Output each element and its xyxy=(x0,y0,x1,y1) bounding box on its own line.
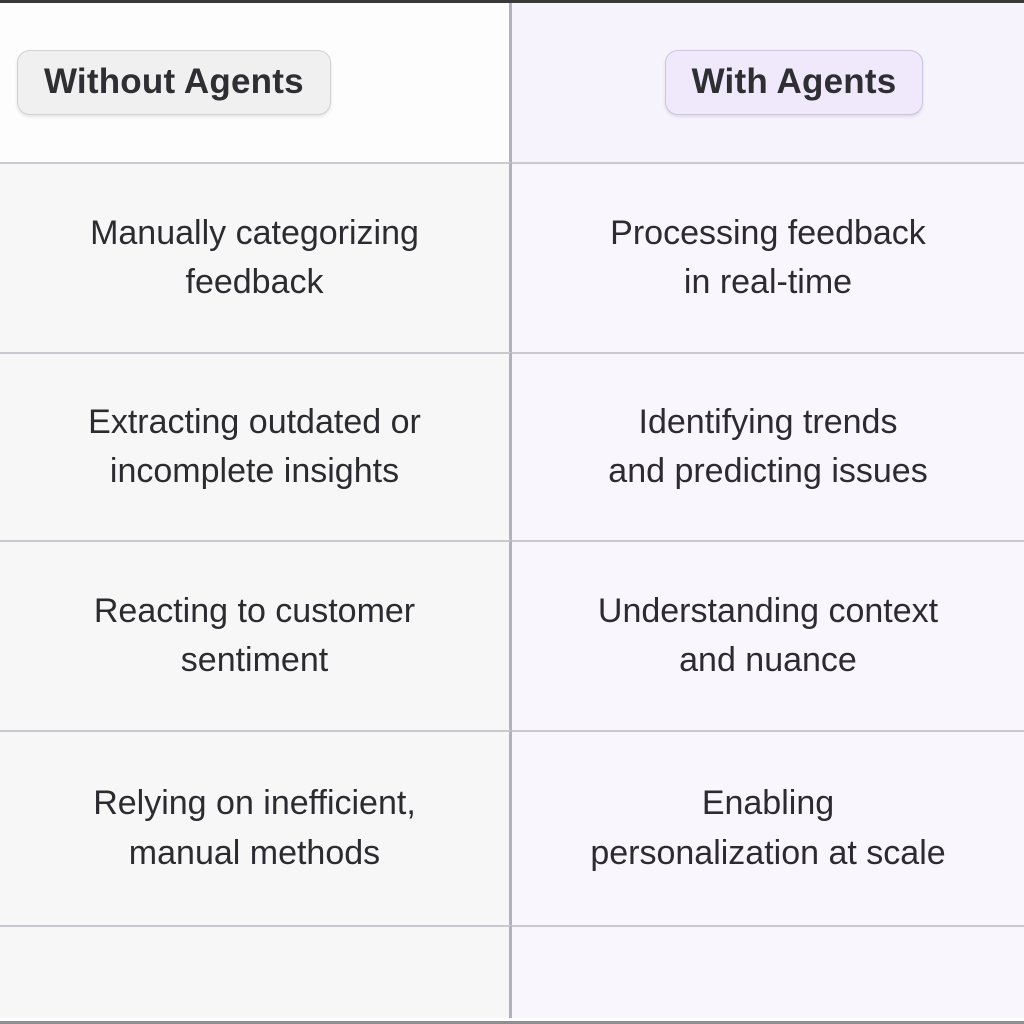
table-grid: Without Agents With Agents Manually cate… xyxy=(0,3,1024,1021)
table-row: Identifying trends and predicting issues xyxy=(512,352,1024,540)
header-chip-without-agents: Without Agents xyxy=(17,50,331,115)
table-row: Relying on inefficient, manual methods xyxy=(0,730,512,925)
table-row: Reacting to customer sentiment xyxy=(0,540,512,730)
table-header-cell-right: With Agents xyxy=(512,3,1024,162)
cell-text-left-4: Relying on inefficient, manual methods xyxy=(93,784,416,872)
cell-text-left-3: Reacting to customer sentiment xyxy=(93,591,416,679)
table-row xyxy=(512,925,1024,1018)
table-row: Understanding context and nuance xyxy=(512,540,1024,730)
cell-text-right-1: Processing feedback in real-time xyxy=(610,213,926,301)
table-row: Enabling personalization at scale xyxy=(512,730,1024,925)
cell-text-right-3: Understanding context and nuance xyxy=(597,591,939,679)
table-row: Manually categorizing feedback xyxy=(0,162,512,352)
table-row: Processing feedback in real-time xyxy=(512,162,1024,352)
table-row: Extracting outdated or incomplete insigh… xyxy=(0,352,512,540)
table-row xyxy=(0,925,512,1018)
cell-text-left-1: Manually categorizing feedback xyxy=(90,213,419,301)
header-chip-with-agents: With Agents xyxy=(664,50,924,115)
cell-text-left-2: Extracting outdated or incomplete insigh… xyxy=(88,402,421,490)
table-header-cell-left: Without Agents xyxy=(0,3,512,162)
cell-text-right-2: Identifying trends and predicting issues xyxy=(608,402,928,490)
cell-text-right-4: Enabling personalization at scale xyxy=(590,784,946,872)
